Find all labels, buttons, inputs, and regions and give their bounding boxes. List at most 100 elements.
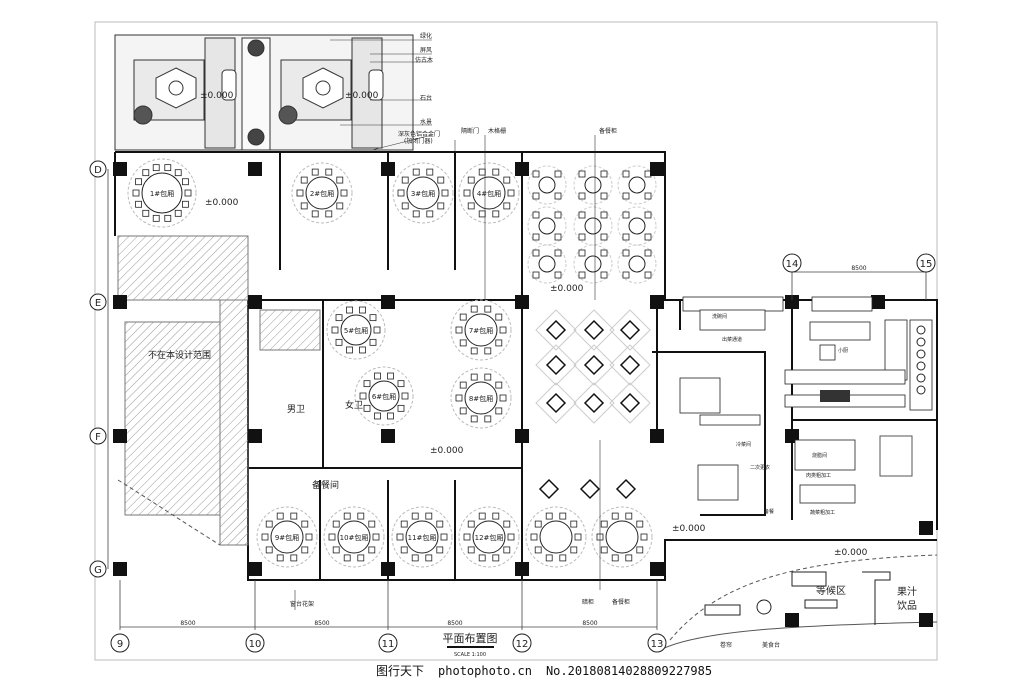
chair: [301, 520, 309, 528]
diamond-table: [535, 382, 577, 424]
chair: [296, 189, 304, 197]
chair: [276, 512, 284, 520]
chair: [532, 170, 540, 178]
kitchen-counter: [811, 296, 873, 312]
chair: [401, 392, 409, 400]
dimension-text: 8500: [582, 620, 597, 627]
kitchen-counter: [682, 296, 784, 312]
elevation-mark: ±0.000: [345, 91, 379, 101]
chair: [459, 381, 467, 389]
shutter-label: 卷帘: [720, 641, 732, 649]
counter-label: 美食台: [762, 641, 780, 649]
elevation-mark: ±0.000: [205, 198, 239, 208]
diamond-table: [573, 344, 615, 386]
structural-column: [381, 429, 395, 443]
chair: [554, 249, 562, 257]
round-table: [450, 367, 512, 429]
structural-column: [381, 562, 395, 576]
chair: [470, 373, 478, 381]
curb-line: [659, 621, 938, 651]
chair: [412, 210, 420, 218]
chair: [425, 554, 433, 562]
watermark-site: 图行天下: [376, 664, 425, 678]
private-room-label: 2#包厢: [310, 189, 334, 198]
annotation-window-planter: 窗台花架: [290, 600, 314, 608]
stove-burner: [916, 337, 926, 347]
chair: [503, 176, 511, 184]
kitchen-dishwash-label: 洗碗间: [712, 313, 727, 320]
chair: [311, 168, 319, 176]
axis-label-10: 10: [249, 639, 262, 650]
chair: [397, 404, 405, 412]
chair: [534, 520, 542, 528]
chair: [463, 189, 471, 197]
chair: [441, 189, 449, 197]
stove-burner: [916, 349, 926, 359]
private-room-label: 6#包厢: [372, 392, 396, 401]
chair: [554, 233, 562, 241]
annotation-door-note: (加闭门器): [404, 137, 433, 145]
chair: [437, 176, 445, 184]
pantry-label: 备餐间: [312, 479, 339, 491]
chair: [325, 210, 333, 218]
annotation-stone-table: 石台: [420, 94, 432, 102]
structural-column: [248, 429, 262, 443]
chair: [495, 339, 503, 347]
chair: [478, 512, 486, 520]
chair: [622, 170, 630, 178]
chair: [532, 271, 540, 279]
chair: [459, 407, 467, 415]
chair: [290, 512, 298, 520]
chair: [325, 168, 333, 176]
chair: [467, 546, 475, 554]
round-table: [291, 162, 353, 224]
grill-plate: [820, 390, 850, 402]
chair: [625, 512, 633, 520]
chair: [492, 554, 500, 562]
chair: [331, 326, 339, 334]
chair: [495, 313, 503, 321]
chair: [600, 249, 608, 257]
annotation-door: 深灰色铝合金门: [398, 130, 440, 138]
chair: [534, 546, 542, 554]
diamond-table: [535, 344, 577, 386]
axis-label-14: 14: [786, 259, 799, 270]
diamond-table: [609, 309, 651, 351]
chair: [135, 178, 142, 186]
chair: [640, 533, 648, 541]
round-table: [591, 506, 653, 568]
chair: [368, 520, 376, 528]
chair: [636, 546, 644, 554]
chair: [467, 202, 475, 210]
chair: [644, 233, 652, 241]
round-table: [323, 506, 385, 568]
annotation-wood-grille: 木格栅: [488, 127, 506, 135]
chair: [600, 271, 608, 279]
structural-column: [113, 162, 127, 176]
chair: [492, 210, 500, 218]
chair: [357, 554, 365, 562]
chair: [328, 533, 336, 541]
chair: [644, 211, 652, 219]
chair: [622, 271, 630, 279]
structural-column: [785, 295, 799, 309]
dimension-text: 8500: [447, 620, 462, 627]
chair: [559, 512, 567, 520]
kitchen-meat-prep-label: 肉类粗加工: [806, 472, 831, 479]
chair: [142, 169, 150, 177]
chair: [644, 249, 652, 257]
annotation-cabinet: 暗柜: [582, 598, 594, 606]
chair: [412, 168, 420, 176]
chair: [426, 168, 434, 176]
chair: [387, 372, 394, 380]
chair: [368, 546, 376, 554]
round-table: [392, 162, 454, 224]
chair: [499, 394, 507, 402]
chair: [311, 210, 319, 218]
chair: [401, 176, 409, 184]
chair: [636, 520, 644, 528]
annotation-serving-cabinet: 备餐柜: [599, 127, 617, 135]
chair: [455, 394, 463, 402]
annotation-antique-wood: 仿古木: [415, 56, 433, 64]
chair: [484, 373, 492, 381]
